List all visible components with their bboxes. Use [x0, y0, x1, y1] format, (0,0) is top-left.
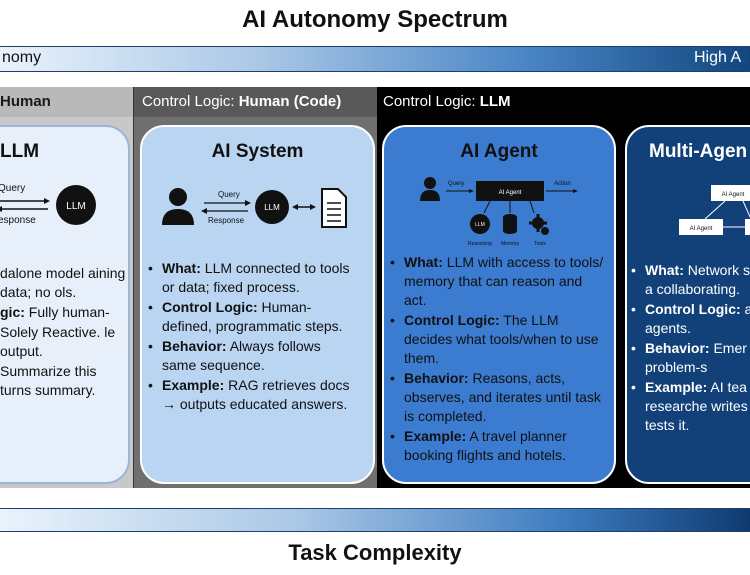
- user-icon: [162, 188, 194, 225]
- list-item: Summarize this turns summary.: [0, 363, 97, 398]
- list-item: dalone model aining data; no ols.: [0, 265, 126, 300]
- llm-diagram: Query esponse LLM: [0, 183, 96, 226]
- agent-node-icon: [476, 181, 544, 201]
- reasoning-label: Reasoning: [468, 241, 492, 247]
- llm-node-icon: [56, 185, 96, 225]
- bullet-list: dalone model aining data; no ols. gic: F…: [0, 264, 128, 401]
- card-ai-system: AI System Query Response LLM: [140, 125, 375, 484]
- card-multi-agent: Multi-Agen AI Agent AI Agent What: Netwo…: [625, 125, 750, 484]
- list-item: Behavior: Reasons, acts, observes, and i…: [388, 369, 604, 426]
- column-header: Control Logic: Human (Code): [134, 87, 377, 117]
- page-title: AI Autonomy Spectrum: [242, 6, 508, 33]
- autonomy-left-label: nomy: [2, 49, 42, 66]
- autonomy-gradient-bar: nomy High A: [0, 46, 750, 72]
- llm-node-icon: [255, 190, 289, 224]
- card-title: AI System: [211, 141, 304, 162]
- header-text: Control Logic:: [142, 93, 239, 110]
- reasoning-llm-icon: [470, 214, 490, 234]
- list-item: What: LLM with access to tools/ memory t…: [388, 253, 604, 310]
- list-item: What: LLM connected to tools or data; fi…: [146, 259, 356, 297]
- list-item: Example: A travel planner booking flight…: [388, 427, 604, 465]
- header-text: Human: [0, 93, 51, 110]
- column-header: [620, 87, 750, 117]
- card-title: LLM: [0, 141, 40, 162]
- agent-node-left-label: AI Agent: [690, 226, 713, 232]
- llm-node-label: LLM: [66, 201, 85, 212]
- autonomy-right-label: High A: [694, 49, 742, 66]
- user-icon: [420, 177, 440, 201]
- llm-node-label: LLM: [264, 203, 280, 212]
- column-header: Control Logic: LLM: [377, 87, 620, 117]
- action-label: Action: [554, 181, 571, 187]
- header-text: Control Logic:: [383, 93, 480, 110]
- list-item: Behavior: Emer step problem-s: [629, 339, 750, 377]
- list-item: Solely Reactive. le output.: [0, 324, 116, 359]
- bullet-list: What: LLM connected to tools or data; fi…: [146, 259, 356, 415]
- list-item: Control Logic: The LLM decides what tool…: [388, 311, 604, 368]
- gear-icon: [529, 214, 549, 235]
- list-item: Example: RAG retrieves docs → outputs ed…: [146, 376, 356, 414]
- list-item: What: Network specialized AI a collabora…: [629, 261, 750, 299]
- column-multi-agent: Multi-Agen AI Agent AI Agent What: Netwo…: [620, 87, 750, 488]
- agent-node-label: AI Agent: [499, 190, 522, 196]
- agent-node-top-icon: [711, 185, 750, 201]
- bullet-list: What: LLM with access to tools/ memory t…: [388, 253, 604, 466]
- card-title: Multi-Agen: [649, 141, 748, 162]
- column-ai-agent: Control Logic: LLM AI Agent Query AI Age…: [377, 87, 621, 488]
- tools-label: Tools: [534, 241, 546, 247]
- column-ai-system: Control Logic: Human (Code) AI System Qu…: [134, 87, 378, 488]
- list-item: Behavior: Always follows same sequence.: [146, 337, 356, 375]
- multi-agent-diagram: AI Agent AI Agent: [679, 185, 750, 235]
- ai-agent-diagram: Query AI Agent Action LLM Reasoning Memo…: [420, 177, 578, 247]
- query-label: Query: [0, 183, 25, 194]
- complexity-gradient-bar: [0, 508, 750, 532]
- response-label: Response: [208, 216, 245, 225]
- memory-label: Memory: [501, 241, 520, 247]
- complexity-title: Task Complexity: [288, 540, 462, 565]
- reasoning-llm-label: LLM: [475, 222, 485, 228]
- response-label: esponse: [0, 215, 36, 226]
- agent-node-left-icon: [679, 219, 723, 235]
- card-title: AI Agent: [460, 141, 538, 162]
- card-ai-agent: AI Agent Query AI Agent Action LLM Reaso…: [382, 125, 616, 484]
- card-llm: LLM Query esponse LLM dalone model ainin…: [0, 125, 130, 484]
- database-icon: [503, 214, 517, 234]
- list-item: Example: AI tea agent researche writes c…: [629, 378, 750, 435]
- query-label: Query: [218, 190, 240, 199]
- column-header: Human: [0, 87, 133, 117]
- agent-node-right-icon: [745, 219, 750, 235]
- list-item: gic: Fully human-: [0, 304, 110, 320]
- header-bold-text: Human (Code): [238, 93, 342, 110]
- agent-node-top-label: AI Agent: [722, 192, 745, 198]
- list-item: Control Logic: Human-defined, programmat…: [146, 298, 356, 336]
- bullet-list: What: Network specialized AI a collabora…: [629, 261, 750, 436]
- ai-system-diagram: Query Response LLM: [162, 188, 347, 228]
- header-bold-text: LLM: [479, 93, 511, 110]
- query-label: Query: [448, 181, 464, 187]
- column-llm: Human LLM Query esponse LLM dalone model…: [0, 87, 134, 488]
- list-item: Control Logic: among agents.: [629, 300, 750, 338]
- document-icon: [321, 188, 347, 228]
